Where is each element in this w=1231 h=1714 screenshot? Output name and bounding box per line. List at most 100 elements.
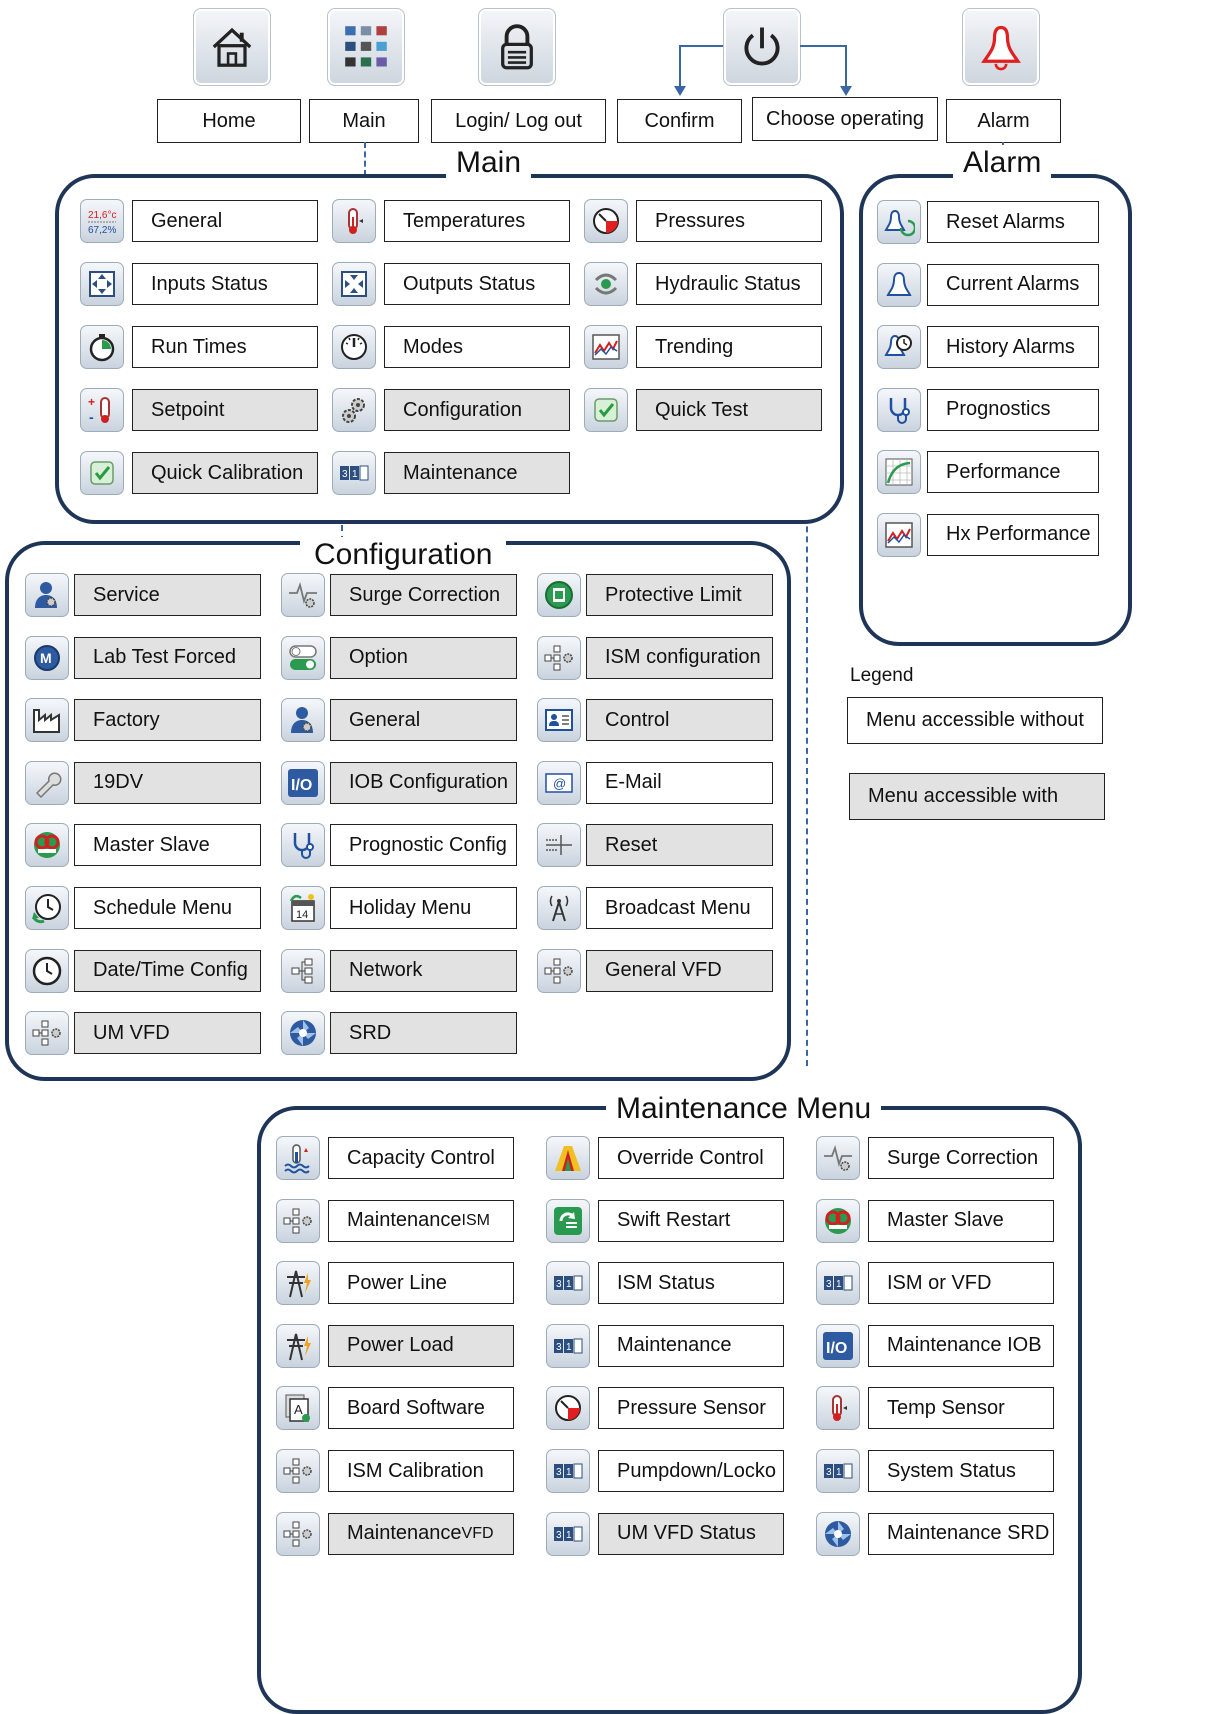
main-menu-item[interactable]: Hydraulic Status bbox=[636, 263, 822, 305]
alarm-menu-item[interactable]: Current Alarms bbox=[927, 263, 1099, 306]
svg-text:1: 1 bbox=[566, 1279, 572, 1290]
maintenance-menu-item[interactable]: Master Slave bbox=[868, 1199, 1054, 1242]
alarm-menu-item-label: History Alarms bbox=[946, 335, 1075, 358]
config-menu-item[interactable]: Date/Time Config bbox=[74, 949, 261, 992]
config-menu-item[interactable]: Factory bbox=[74, 699, 261, 742]
config-menu-item[interactable]: UM VFD bbox=[74, 1012, 261, 1055]
main-menu-item[interactable]: Maintenance bbox=[384, 452, 570, 494]
main-menu-item[interactable]: Quick Calibration bbox=[132, 452, 318, 494]
config-menu-item[interactable]: SRD bbox=[330, 1012, 517, 1055]
main-menu-item[interactable]: Modes bbox=[384, 326, 570, 368]
svg-text:67,2%: 67,2% bbox=[88, 225, 116, 236]
config-menu-item[interactable]: Reset bbox=[586, 824, 773, 867]
alarm-menu-item[interactable]: Hx Performance bbox=[927, 513, 1099, 556]
main-menu-item[interactable]: Temperatures bbox=[384, 200, 570, 242]
maintenance-menu-item[interactable]: Override Control bbox=[598, 1137, 784, 1179]
home-icon[interactable] bbox=[193, 8, 271, 86]
main-menu-item[interactable]: General bbox=[132, 200, 318, 242]
config-menu-item-label: General bbox=[349, 708, 421, 731]
svg-text:I/O: I/O bbox=[826, 1340, 847, 1357]
config-menu-item[interactable]: Prognostic Config bbox=[330, 824, 517, 867]
maintenance-menu-item[interactable]: System Status bbox=[868, 1450, 1054, 1492]
main-menu-item[interactable]: Trending bbox=[636, 326, 822, 368]
maintenance-menu-item-label: Override Control bbox=[617, 1146, 764, 1169]
maintenance-menu-item-label: Board Software bbox=[347, 1396, 485, 1419]
maintenance-menu-item-label: Maintenance IOB bbox=[887, 1334, 1042, 1357]
maintenance-menu-item[interactable]: Surge Correction bbox=[868, 1137, 1054, 1179]
config-menu-item[interactable]: Surge Correction bbox=[330, 574, 517, 616]
maintenance-menu-item-label: ISM Status bbox=[617, 1271, 715, 1294]
confirm-label[interactable]: Confirm bbox=[617, 99, 742, 143]
main-label[interactable]: Main bbox=[309, 99, 419, 143]
config-menu-item-label: IOB Configuration bbox=[349, 771, 508, 794]
config-menu-item[interactable]: Control bbox=[586, 699, 773, 742]
main-menu-icon[interactable] bbox=[327, 8, 405, 86]
aperture-icon bbox=[281, 1011, 325, 1056]
power-icon[interactable] bbox=[723, 8, 801, 86]
network-gear-icon bbox=[537, 635, 581, 680]
maintenance-menu-item[interactable]: Pressure Sensor bbox=[598, 1387, 784, 1430]
main-menu-item[interactable]: Setpoint bbox=[132, 389, 318, 431]
config-menu-item[interactable]: Network bbox=[330, 949, 517, 992]
maintenance-menu-item[interactable]: Capacity Control bbox=[328, 1137, 514, 1179]
config-menu-item[interactable]: Holiday Menu bbox=[330, 887, 517, 929]
maintenance-menu-item-label: Power Load bbox=[347, 1334, 454, 1357]
config-menu-item-label: E-Mail bbox=[605, 771, 662, 794]
maintenance-menu-item[interactable]: Maintenance bbox=[598, 1324, 784, 1367]
config-menu-item-label: Prognostic Config bbox=[349, 833, 507, 856]
main-menu-item[interactable]: Pressures bbox=[636, 200, 822, 242]
main-menu-item[interactable]: Inputs Status bbox=[132, 263, 318, 305]
config-menu-item[interactable]: Master Slave bbox=[74, 824, 261, 867]
maintenance-menu-item[interactable]: Power Load bbox=[328, 1324, 514, 1367]
alarm-label[interactable]: Alarm bbox=[946, 99, 1061, 143]
choose-operating-label[interactable]: Choose operating bbox=[752, 97, 938, 141]
maintenance-menu-item[interactable]: UM VFD Status bbox=[598, 1512, 784, 1555]
alarm-menu-item[interactable]: Performance bbox=[927, 451, 1099, 493]
maintenance-menu-item[interactable]: ISM Calibration bbox=[328, 1450, 514, 1492]
maintenance-menu-item-sub: VFD bbox=[461, 1524, 494, 1542]
main-menu-item-label: Quick Test bbox=[655, 398, 748, 421]
config-menu-item[interactable]: Broadcast Menu bbox=[586, 887, 773, 929]
reset-alarm-icon bbox=[877, 200, 921, 244]
main-menu-item[interactable]: Configuration bbox=[384, 389, 570, 431]
config-menu-item[interactable]: Service bbox=[74, 574, 261, 616]
config-menu-item[interactable]: ISM configuration bbox=[586, 636, 773, 679]
maintenance-menu-item[interactable]: Board Software bbox=[328, 1387, 514, 1430]
maintenance-menu-item[interactable]: Swift Restart bbox=[598, 1199, 784, 1242]
home-label[interactable]: Home bbox=[157, 99, 301, 143]
maintenance-menu-item-label: Maintenance SRD bbox=[887, 1522, 1050, 1545]
maintenance-menu-item[interactable]: Maintenance SRD bbox=[868, 1512, 1054, 1555]
maintenance-menu-item-label: Master Slave bbox=[887, 1209, 1004, 1232]
lock-icon[interactable] bbox=[478, 8, 556, 86]
login-logout-label[interactable]: Login/ Log out bbox=[431, 99, 606, 143]
config-menu-item[interactable]: Lab Test Forced bbox=[74, 636, 261, 679]
maintenance-menu-item[interactable]: ISM Status bbox=[598, 1262, 784, 1305]
alarm-menu-item[interactable]: Prognostics bbox=[927, 388, 1099, 431]
maintenance-menu-item-label: Temp Sensor bbox=[887, 1396, 1005, 1419]
maintenance-menu-item[interactable]: Power Line bbox=[328, 1262, 514, 1305]
config-menu-item[interactable]: IOB Configuration bbox=[330, 761, 517, 804]
main-menu-item[interactable]: Run Times bbox=[132, 326, 318, 368]
svg-text:@: @ bbox=[553, 776, 566, 791]
main-menu-item[interactable]: Outputs Status bbox=[384, 263, 570, 305]
config-menu-item[interactable]: General bbox=[330, 699, 517, 742]
main-menu-item[interactable]: Quick Test bbox=[636, 389, 822, 431]
maintenance-menu-item[interactable]: Maintenance IOB bbox=[868, 1324, 1054, 1367]
config-menu-item[interactable]: General VFD bbox=[586, 949, 773, 992]
config-menu-item[interactable]: Protective Limit bbox=[586, 574, 773, 616]
alarm-menu-item[interactable]: Reset Alarms bbox=[927, 201, 1099, 243]
config-menu-item[interactable]: E-Mail bbox=[586, 761, 773, 804]
maintenance-menu-item[interactable]: ISM or VFD bbox=[868, 1262, 1054, 1305]
maintenance-menu-item[interactable]: Pumpdown/Locko bbox=[598, 1450, 784, 1492]
config-menu-item[interactable]: Schedule Menu bbox=[74, 887, 261, 929]
config-menu-item[interactable]: 19DV bbox=[74, 761, 261, 804]
alarm-menu-item-label: Reset Alarms bbox=[946, 210, 1065, 233]
config-menu-item[interactable]: Option bbox=[330, 636, 517, 679]
alarm-menu-item[interactable]: History Alarms bbox=[927, 326, 1099, 368]
maintenance-menu-item[interactable]: Temp Sensor bbox=[868, 1387, 1054, 1430]
alarm-bell-icon[interactable] bbox=[962, 8, 1040, 86]
